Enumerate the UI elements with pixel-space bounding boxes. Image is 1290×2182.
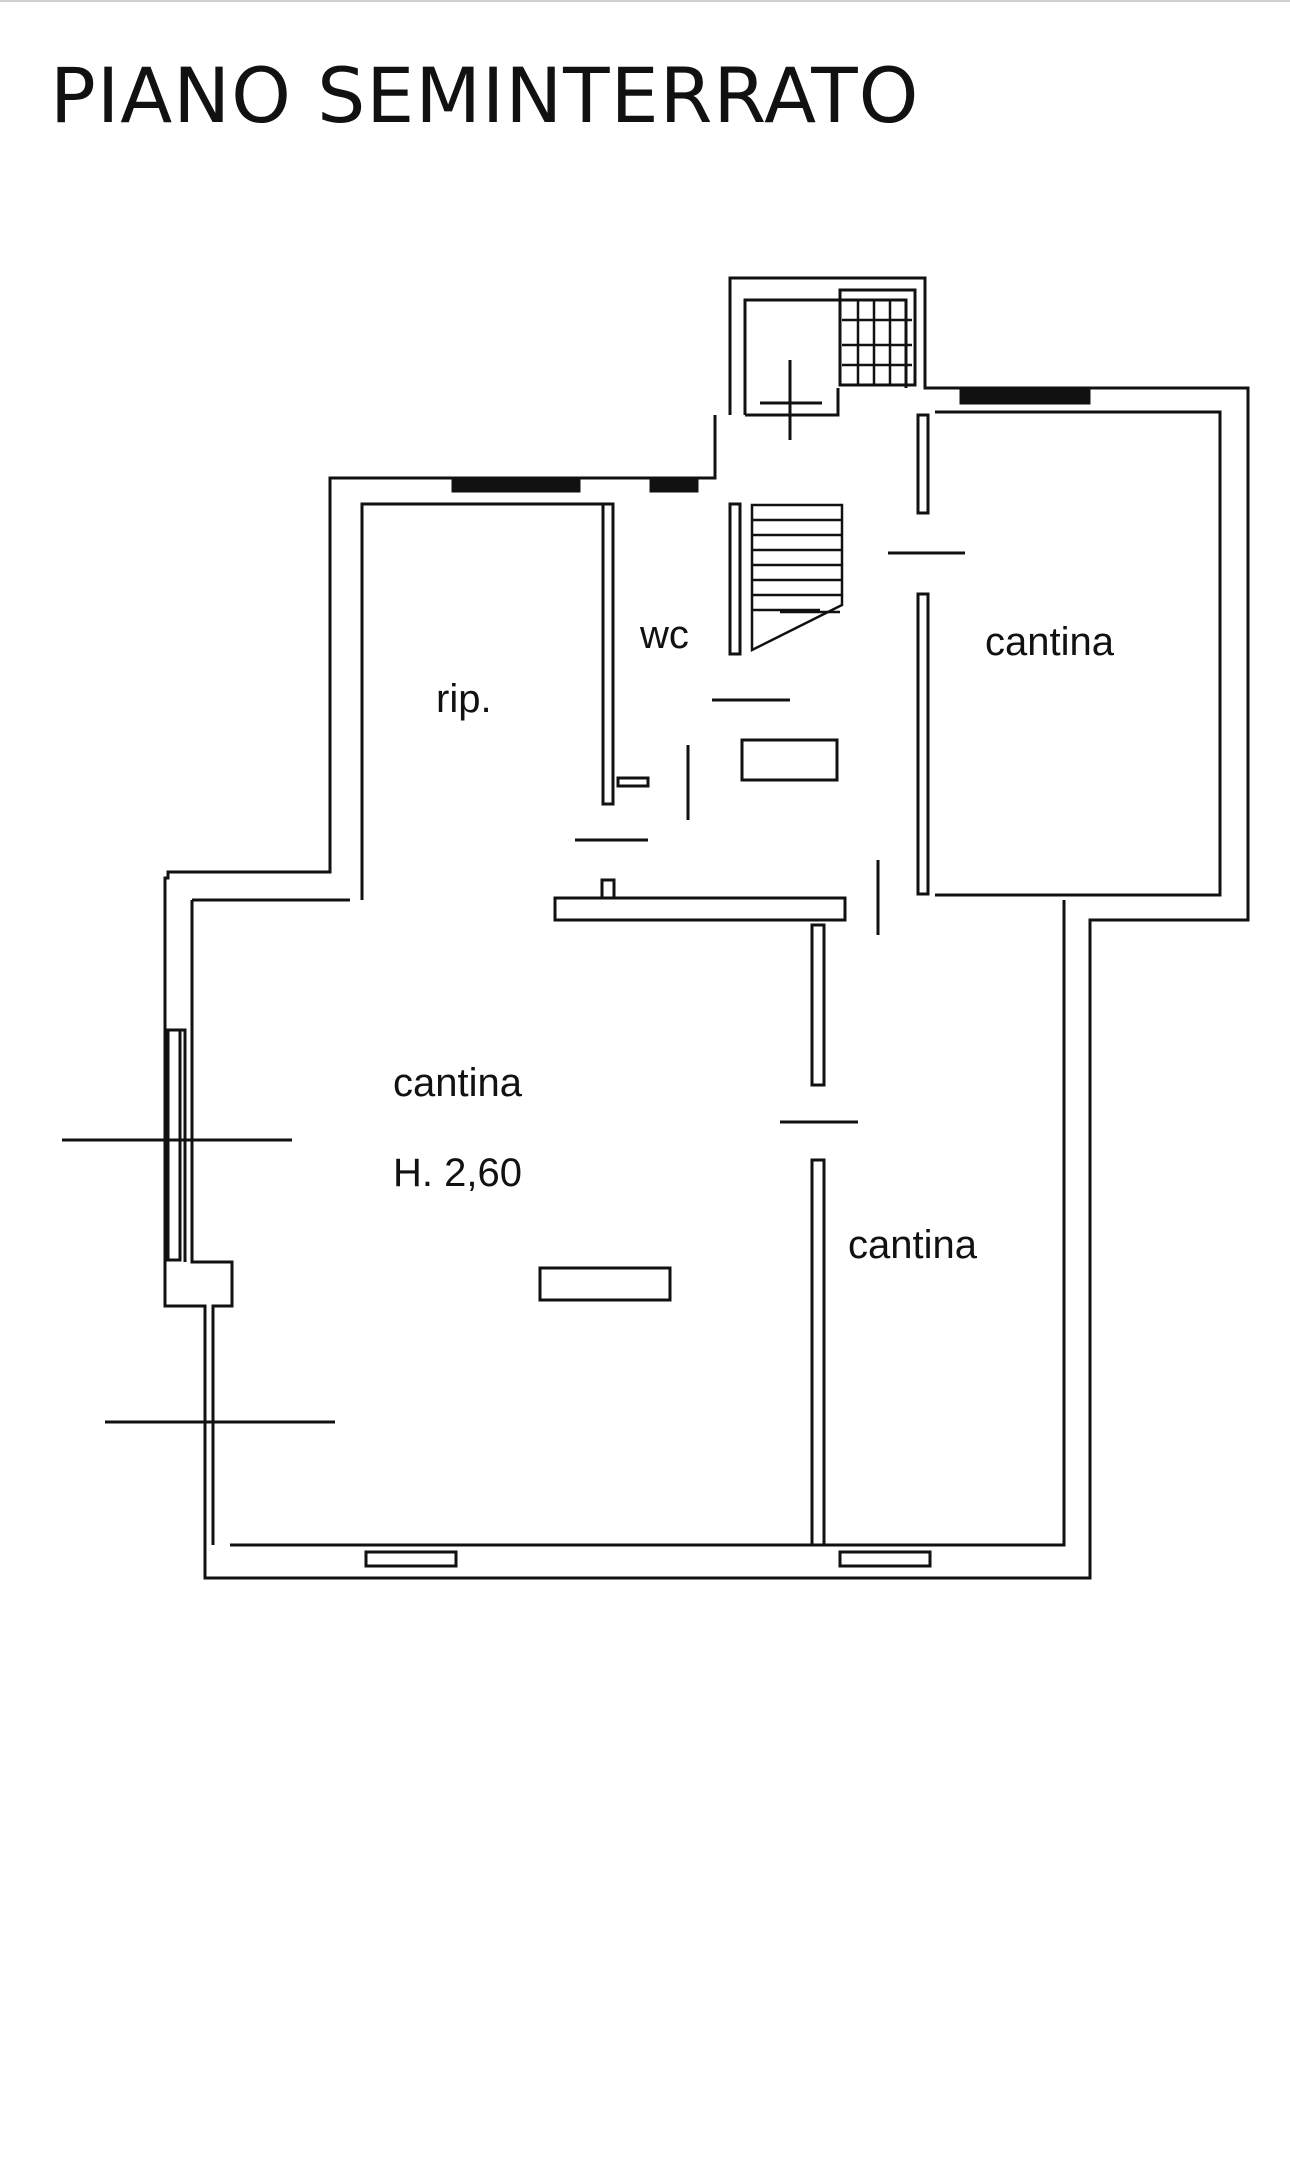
partition-cantina-left	[916, 413, 930, 515]
room-label-wc: wc	[639, 613, 689, 657]
stair-tower-outer-wall	[163, 276, 1250, 1580]
left-wall-lower	[190, 900, 234, 1545]
wall-segment-window-left	[166, 1028, 182, 1262]
central-element	[538, 1266, 672, 1302]
corridor-stub	[616, 776, 650, 788]
wall-segment-window-top-wc	[649, 477, 699, 493]
inner-top-right-wall	[935, 410, 1222, 897]
partition-mid-vertical-lower	[810, 1158, 826, 1547]
room-label-rip: rip.	[436, 677, 492, 721]
room-label-cantina-main: cantina	[393, 1061, 523, 1105]
partition-cantina-left-lower	[916, 592, 930, 896]
partition-rip-wc	[601, 502, 615, 806]
stair-main-outline	[750, 503, 844, 653]
page-title: PIANO SEMINTERRATO	[50, 51, 920, 140]
partition-mid-vertical	[810, 923, 826, 1087]
stair-top-rail	[745, 388, 840, 417]
inner-perimeter-wall	[360, 502, 613, 900]
room-label-cantina-bottom-right: cantina	[848, 1223, 978, 1267]
room-label-cantina-main-height: H. 2,60	[393, 1151, 522, 1195]
partition-wc-corridor	[728, 502, 742, 656]
upper-stair-box	[838, 288, 917, 387]
stair-tower-inner-wall	[743, 298, 908, 415]
top-border-line	[0, 0, 1290, 2]
wall-segment-window-bottom-1	[364, 1550, 458, 1568]
wall-segment-window-top-rip	[451, 477, 581, 493]
partition-mid-horizontal	[553, 896, 847, 922]
room-label-cantina-top-right: cantina	[985, 620, 1115, 664]
corridor-element	[740, 738, 839, 782]
inner-bottom-wall	[230, 900, 1066, 1547]
wall-segment-window-top-cantina	[959, 389, 1091, 405]
partition-stub	[600, 878, 616, 900]
wall-segment-window-bottom-2	[838, 1550, 932, 1568]
